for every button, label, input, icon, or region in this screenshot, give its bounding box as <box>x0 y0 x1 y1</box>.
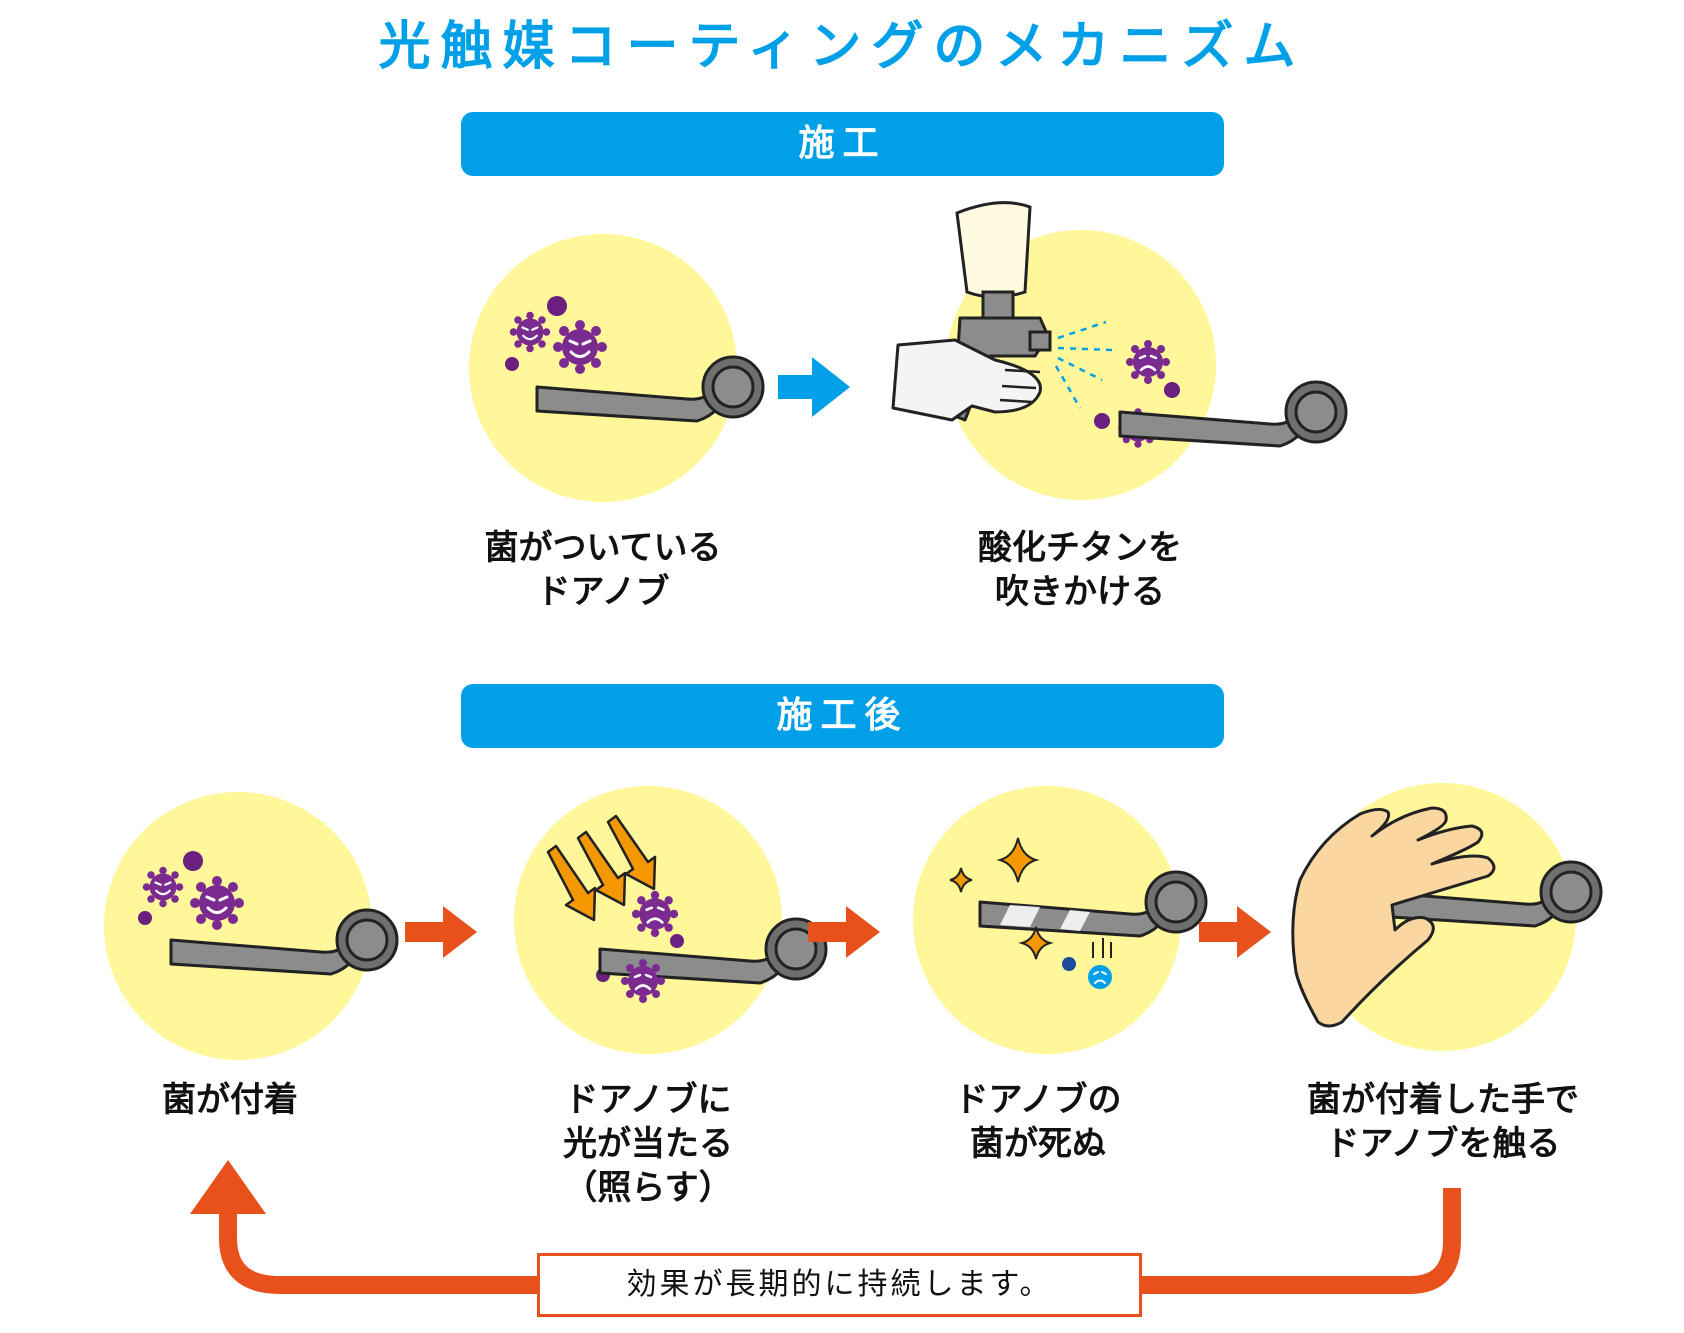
spray-mist <box>1054 320 1113 409</box>
arrow-right-icon <box>778 357 850 417</box>
arrow-right-icon <box>1199 906 1271 958</box>
germ-icon <box>551 318 609 376</box>
germ-icon <box>630 889 680 939</box>
sparkle-icon <box>949 837 1054 960</box>
step-caption-2: 酸化チタンを 吹きかける <box>978 528 1182 612</box>
germ-icon <box>1124 338 1172 386</box>
page-title: 光触媒コーティングのメカニズム <box>378 17 1306 77</box>
section-bar-construction: 施工 <box>461 112 1224 176</box>
loop-note: 効果が長期的に持続します。 <box>537 1253 1142 1317</box>
spray-gun-icon <box>891 201 1052 422</box>
germ-dot <box>547 296 567 316</box>
germ-dot <box>1164 382 1180 398</box>
germ-icon <box>508 310 552 354</box>
germ-icon <box>1088 965 1112 989</box>
loop-arrow-icon <box>190 1160 1461 1294</box>
germ-dot <box>1094 413 1110 429</box>
germ-dot <box>670 934 684 948</box>
step-caption-6: 菌が付着した手で ドアノブを触る <box>1307 1080 1579 1164</box>
arrow-right-icon <box>405 906 477 958</box>
germ-dot <box>505 357 519 371</box>
germ-icon <box>619 957 667 1005</box>
section-bar-after-construction: 施工後 <box>461 684 1224 748</box>
step-circle-3 <box>104 792 372 1060</box>
step-circle-1 <box>469 234 737 502</box>
germ-dot <box>1062 957 1076 971</box>
germ-icon <box>141 865 185 909</box>
light-ray-icon <box>546 814 657 922</box>
falling-lines <box>1092 938 1112 958</box>
door-lever-icon <box>978 870 1208 938</box>
step-caption-1: 菌がついている ドアノブ <box>484 528 722 612</box>
hand-icon <box>1291 806 1496 1028</box>
step-caption-4: ドアノブに 光が当たる （照らす） <box>563 1080 733 1208</box>
germ-dot <box>183 851 203 871</box>
germ-icon <box>188 874 246 932</box>
germ-dot <box>138 911 152 925</box>
step-caption-3: 菌が付着 <box>162 1080 298 1120</box>
step-caption-5: ドアノブの 菌が死ぬ <box>954 1080 1122 1164</box>
